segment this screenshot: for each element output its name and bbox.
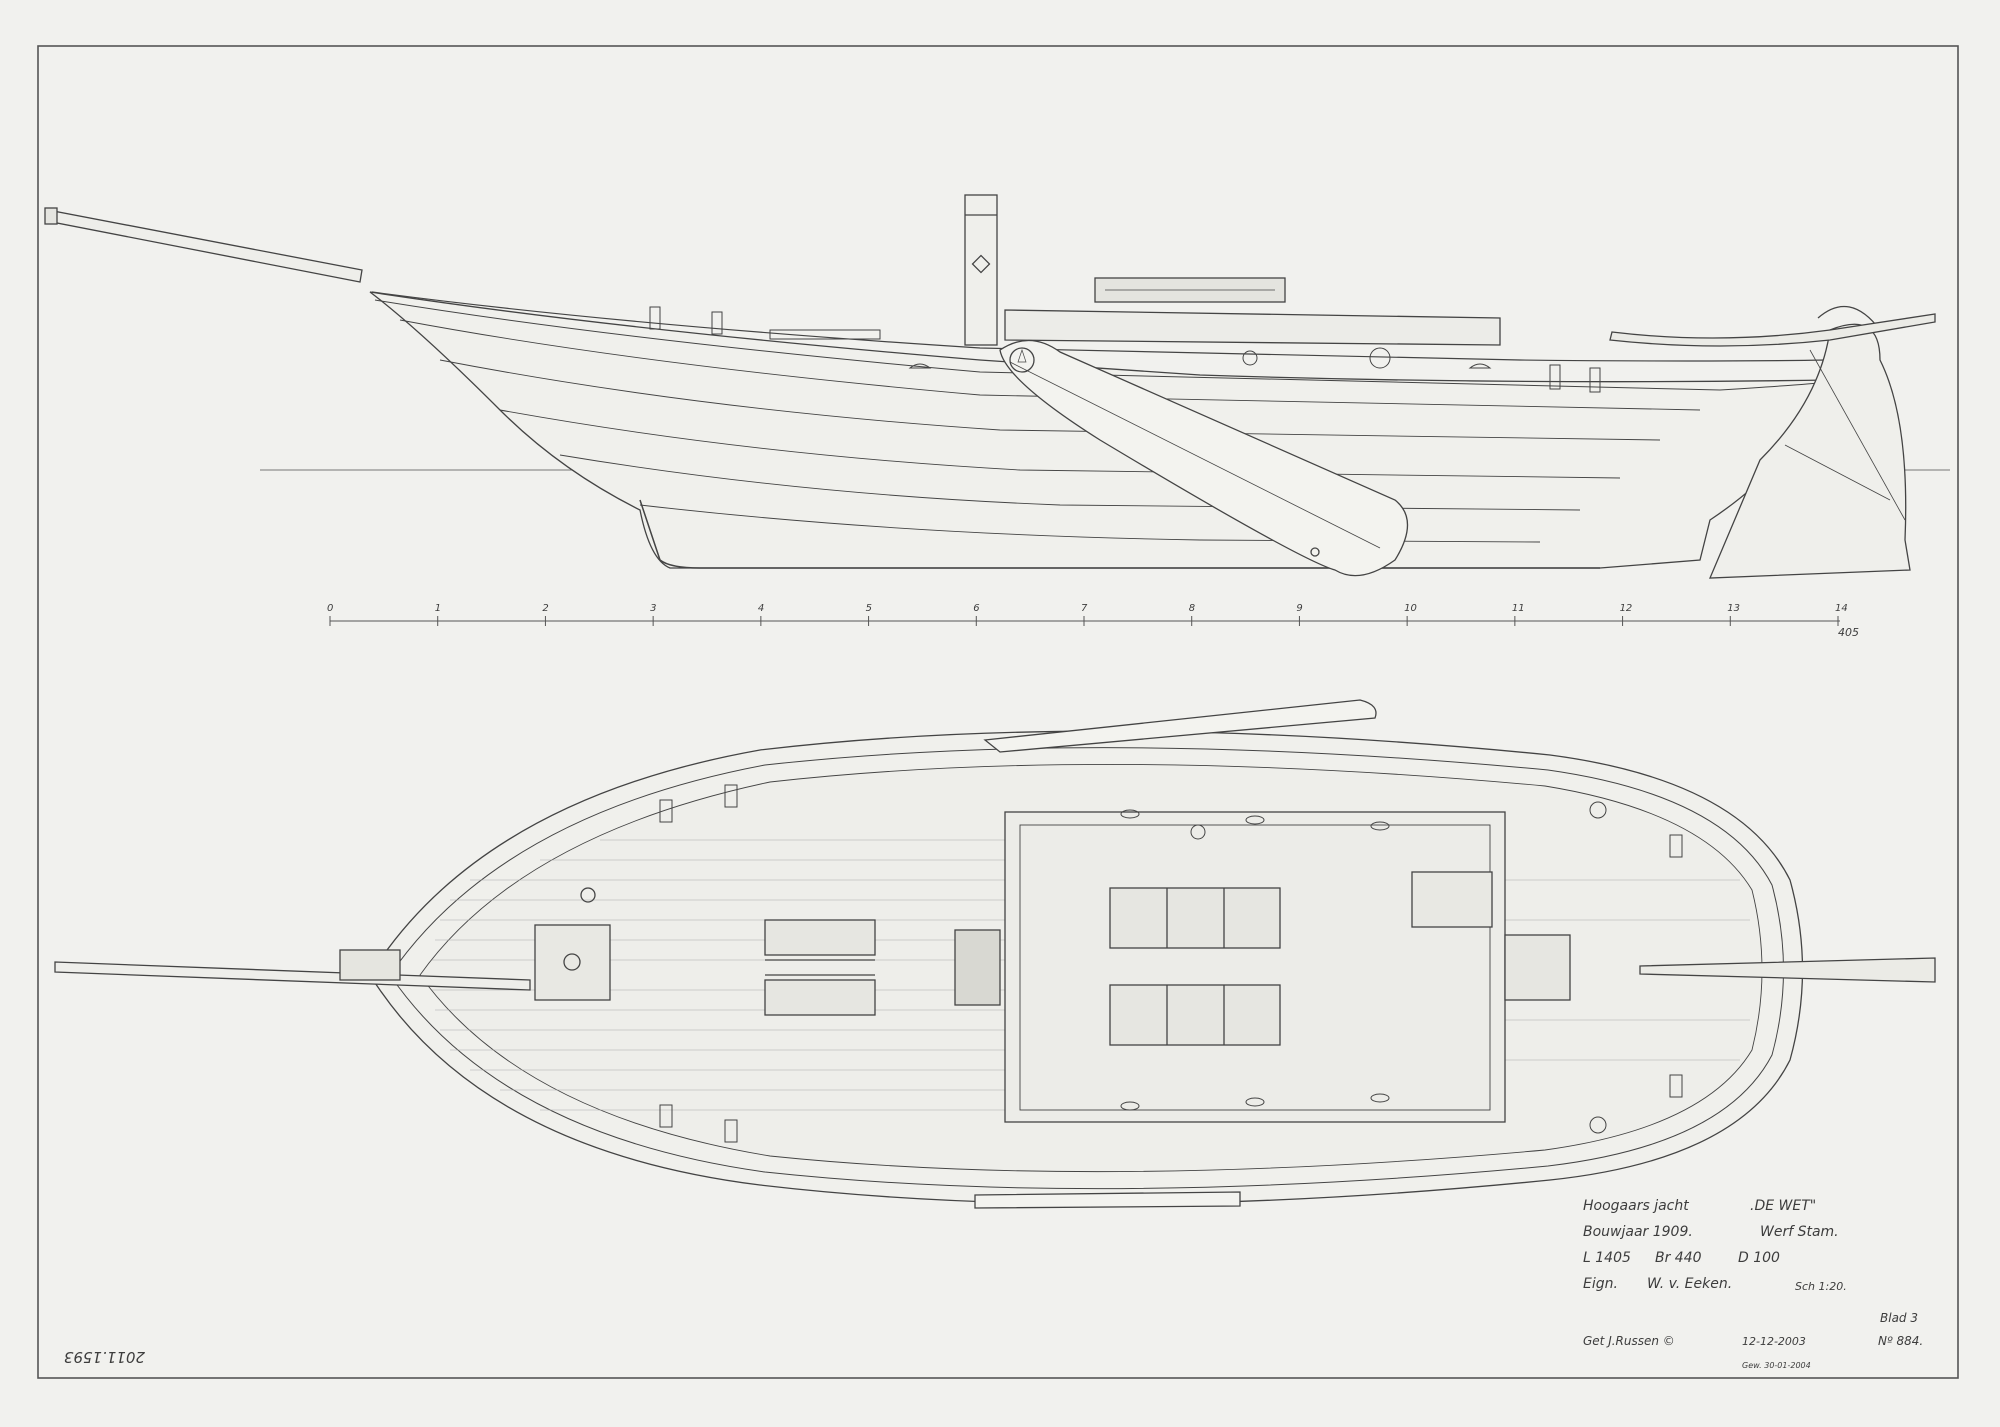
tb-year: Bouwjaar 1909. (1583, 1224, 1693, 1240)
leeboard-top (983, 699, 1377, 753)
tb-vessel: .DE WET" (1750, 1198, 1816, 1214)
scale-tick-label: 13 (1727, 603, 1740, 614)
leeboard-bottom (974, 1191, 1241, 1209)
tiller (1609, 313, 1936, 347)
scale-tick-label: 5 (866, 603, 872, 614)
tiller-plan (1639, 957, 1936, 983)
cabin-top (1004, 811, 1506, 1123)
cabin-side (1004, 309, 1501, 346)
bow-hatch (534, 924, 611, 1001)
tb-depth: D 100 (1738, 1250, 1780, 1266)
tb-date: 12-12-2003 (1742, 1335, 1806, 1348)
tb-number: Nº 884. (1878, 1334, 1923, 1348)
fore-hatch (764, 919, 876, 956)
scale-tick-label: 7 (1081, 603, 1088, 614)
tb-scale: Sch 1:20. (1795, 1280, 1847, 1293)
leeboard-side (999, 339, 1408, 577)
scale-tick-label: 4 (758, 603, 764, 614)
scale-tick-label: 0 (327, 603, 333, 614)
tb-revision: Gew. 30-01-2004 (1742, 1361, 1811, 1370)
mast-tabernacle (954, 929, 1001, 1006)
mast-stub (964, 194, 998, 346)
scale-tick-label: 12 (1620, 603, 1633, 614)
scale-tick-label: 3 (650, 603, 656, 614)
rudder (1709, 323, 1911, 579)
bowsprit (47, 209, 363, 283)
archive-number: 2011.1593 (64, 1348, 145, 1366)
gunwale (371, 291, 1831, 362)
tb-owner: Eign. (1583, 1276, 1618, 1292)
skylight-plan (1109, 887, 1281, 949)
scale-tick-label: 6 (973, 603, 979, 614)
cockpit (1504, 934, 1571, 1001)
side-elevation (44, 194, 1950, 579)
scale-tick-label: 14 (1835, 603, 1848, 614)
scale-tick-label: 2 (542, 603, 548, 614)
scale-tick-label: 1 (435, 603, 441, 614)
tb-owner-name: W. v. Eeken. (1647, 1276, 1732, 1292)
tb-breadth: Br 440 (1655, 1250, 1702, 1266)
tb-drawn-by: Get J.Russen © (1583, 1334, 1675, 1348)
scale-tick-label: 11 (1512, 603, 1525, 614)
plan-view (54, 699, 1936, 1209)
tb-sheet: Blad 3 (1880, 1311, 1918, 1325)
tb-name: Hoogaars jacht (1583, 1198, 1689, 1214)
title-block: Hoogaars jacht .DE WET" Bouwjaar 1909. W… (1583, 1198, 1923, 1370)
tb-length: L 1405 (1583, 1250, 1631, 1266)
keel (639, 499, 1600, 569)
scale-end-label: 405 (1838, 626, 1859, 639)
scale-tick-label: 8 (1189, 603, 1195, 614)
tb-builder: Werf Stam. (1760, 1224, 1839, 1240)
scale-tick-label: 9 (1296, 603, 1302, 614)
sheet-border (37, 45, 1959, 1379)
scale-tick-label: 10 (1404, 603, 1417, 614)
